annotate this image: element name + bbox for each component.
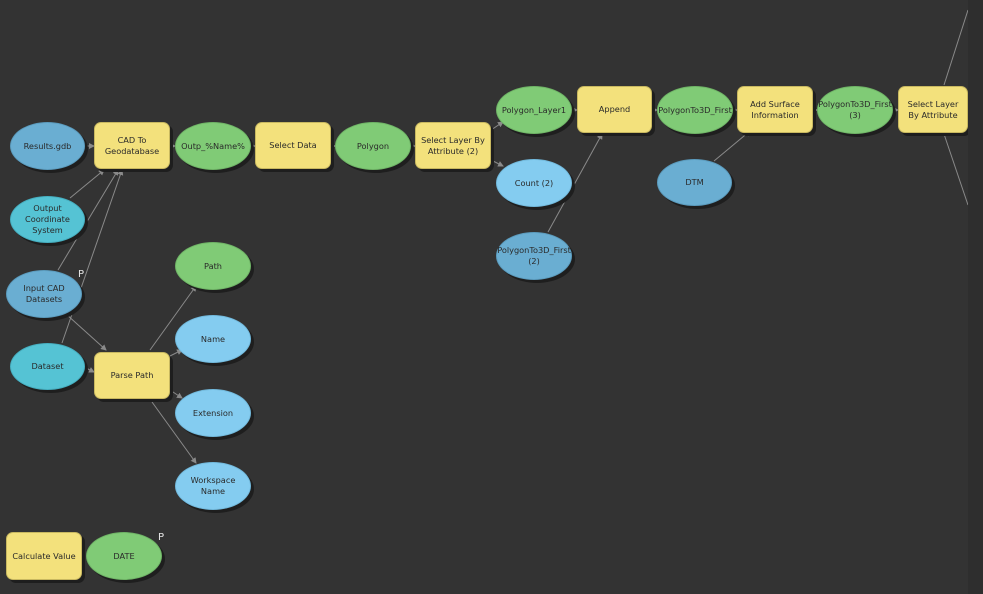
select-layer-by-attribute-tool[interactable]: Select Layer By Attribute xyxy=(898,86,968,133)
outp-name-node[interactable]: Outp_%Name% xyxy=(175,122,251,170)
edge-dtm-to-addsurface xyxy=(713,130,751,162)
node-label: Polygon_Layer1 xyxy=(501,104,567,115)
edge-sla2-to-count xyxy=(490,159,504,167)
polygon-layer1-node[interactable]: Polygon_Layer1 xyxy=(496,86,572,134)
node-label: Select Layer By Attribute xyxy=(907,98,959,120)
node-label: Name xyxy=(200,333,226,344)
parameter-marker: P xyxy=(78,269,85,280)
polygonto3d-first-3-node[interactable]: PolygonTo3D_First (3) xyxy=(817,86,893,134)
extension-node[interactable]: Extension xyxy=(175,389,251,437)
canvas-right-border xyxy=(968,0,983,594)
select-layer-by-attribute-2-tool[interactable]: Select Layer By Attribute (2) xyxy=(415,122,491,169)
edge-outputcs-to-cad xyxy=(69,169,105,199)
node-label: Extension xyxy=(192,407,234,418)
count-2-node[interactable]: Count (2) xyxy=(496,159,572,207)
workspace-name-node[interactable]: Workspace Name xyxy=(175,462,251,510)
node-label: PolygonTo3D_First (3) xyxy=(818,99,892,120)
dataset-node[interactable]: Dataset xyxy=(10,343,85,390)
path-node[interactable]: Path xyxy=(175,242,251,290)
node-label: Append xyxy=(598,104,631,114)
edge-inputcad-to-parse xyxy=(65,313,107,351)
node-label: Select Data xyxy=(269,140,317,150)
edge-parse-to-extension xyxy=(169,389,183,399)
append-tool[interactable]: Append xyxy=(577,86,652,133)
node-label: Path xyxy=(204,260,222,271)
node-label: Select Layer By Attribute (2) xyxy=(421,134,485,156)
edge-sla2-to-layer1 xyxy=(490,121,504,131)
edge-sla-down xyxy=(943,133,969,206)
name-node[interactable]: Name xyxy=(175,315,251,363)
node-label: PolygonTo3D_First (2) xyxy=(497,245,571,266)
edge-dataset-to-cad xyxy=(61,169,124,344)
calculate-value-tool[interactable]: Calculate Value xyxy=(6,532,82,580)
node-label: Results.gdb xyxy=(23,140,72,151)
input-cad-datasets-node[interactable]: Input CAD Datasets xyxy=(6,270,82,318)
date-node[interactable]: DATE xyxy=(86,532,162,580)
node-label: CAD To Geodatabase xyxy=(104,134,160,156)
node-label: DATE xyxy=(113,550,135,561)
select-data-tool[interactable]: Select Data xyxy=(255,122,331,169)
node-label: Workspace Name xyxy=(190,475,236,496)
node-label: Parse Path xyxy=(110,370,154,380)
node-label: DTM xyxy=(685,177,704,187)
node-label: PolygonTo3D_First xyxy=(658,104,732,115)
node-label: Input CAD Datasets xyxy=(23,283,65,304)
edge-sla-up xyxy=(943,9,969,86)
dtm-node[interactable]: DTM xyxy=(657,159,732,206)
results-gdb-node[interactable]: Results.gdb xyxy=(10,122,85,170)
node-label: Calculate Value xyxy=(12,550,76,561)
output-coordinate-system-node[interactable]: Output Coordinate System xyxy=(10,196,85,243)
node-label: Add Surface Information xyxy=(750,98,800,120)
add-surface-information-tool[interactable]: Add Surface Information xyxy=(737,86,813,133)
node-label: Outp_%Name% xyxy=(181,140,245,151)
node-label: Dataset xyxy=(31,361,64,371)
node-label: Polygon xyxy=(356,140,390,151)
node-label: Output Coordinate System xyxy=(25,203,70,235)
cad-to-geodatabase-tool[interactable]: CAD To Geodatabase xyxy=(94,122,170,169)
parse-path-tool[interactable]: Parse Path xyxy=(94,352,170,399)
edge-dataset-to-parse xyxy=(85,367,95,373)
polygon-node[interactable]: Polygon xyxy=(335,122,411,170)
polygonto3d-first-2-node[interactable]: PolygonTo3D_First (2) xyxy=(496,232,572,280)
node-label: Count (2) xyxy=(514,177,554,188)
parameter-marker: P xyxy=(158,532,165,543)
polygonto3d-first-node[interactable]: PolygonTo3D_First xyxy=(657,86,733,134)
